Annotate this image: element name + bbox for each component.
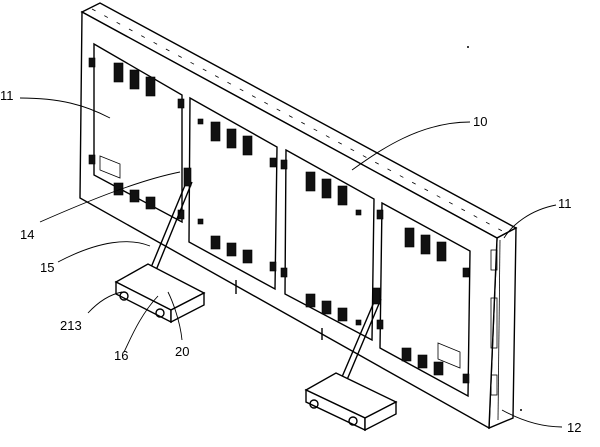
callout-15: 15	[40, 260, 54, 275]
callout-11-right: 11	[558, 196, 572, 211]
speck-dot	[467, 46, 469, 48]
callout-20: 20	[175, 344, 189, 359]
speck-dot	[520, 409, 522, 411]
callout-10: 10	[473, 114, 487, 129]
callout-14: 14	[20, 227, 34, 242]
left-stand	[114, 167, 323, 340]
leader-lines	[19, 97, 563, 428]
panel-module-4	[376, 201, 471, 398]
panel-module-3	[280, 148, 375, 342]
panel-module-1	[88, 42, 185, 224]
callout-16: 16	[114, 348, 128, 363]
callout-labels: 11 10 11 14 15 213 16 20 12	[0, 88, 581, 435]
callout-11-left: 11	[0, 88, 14, 103]
callout-213: 213	[60, 318, 82, 333]
panel-module-2	[188, 96, 278, 291]
callout-12: 12	[567, 420, 581, 435]
right-stand	[304, 287, 398, 432]
